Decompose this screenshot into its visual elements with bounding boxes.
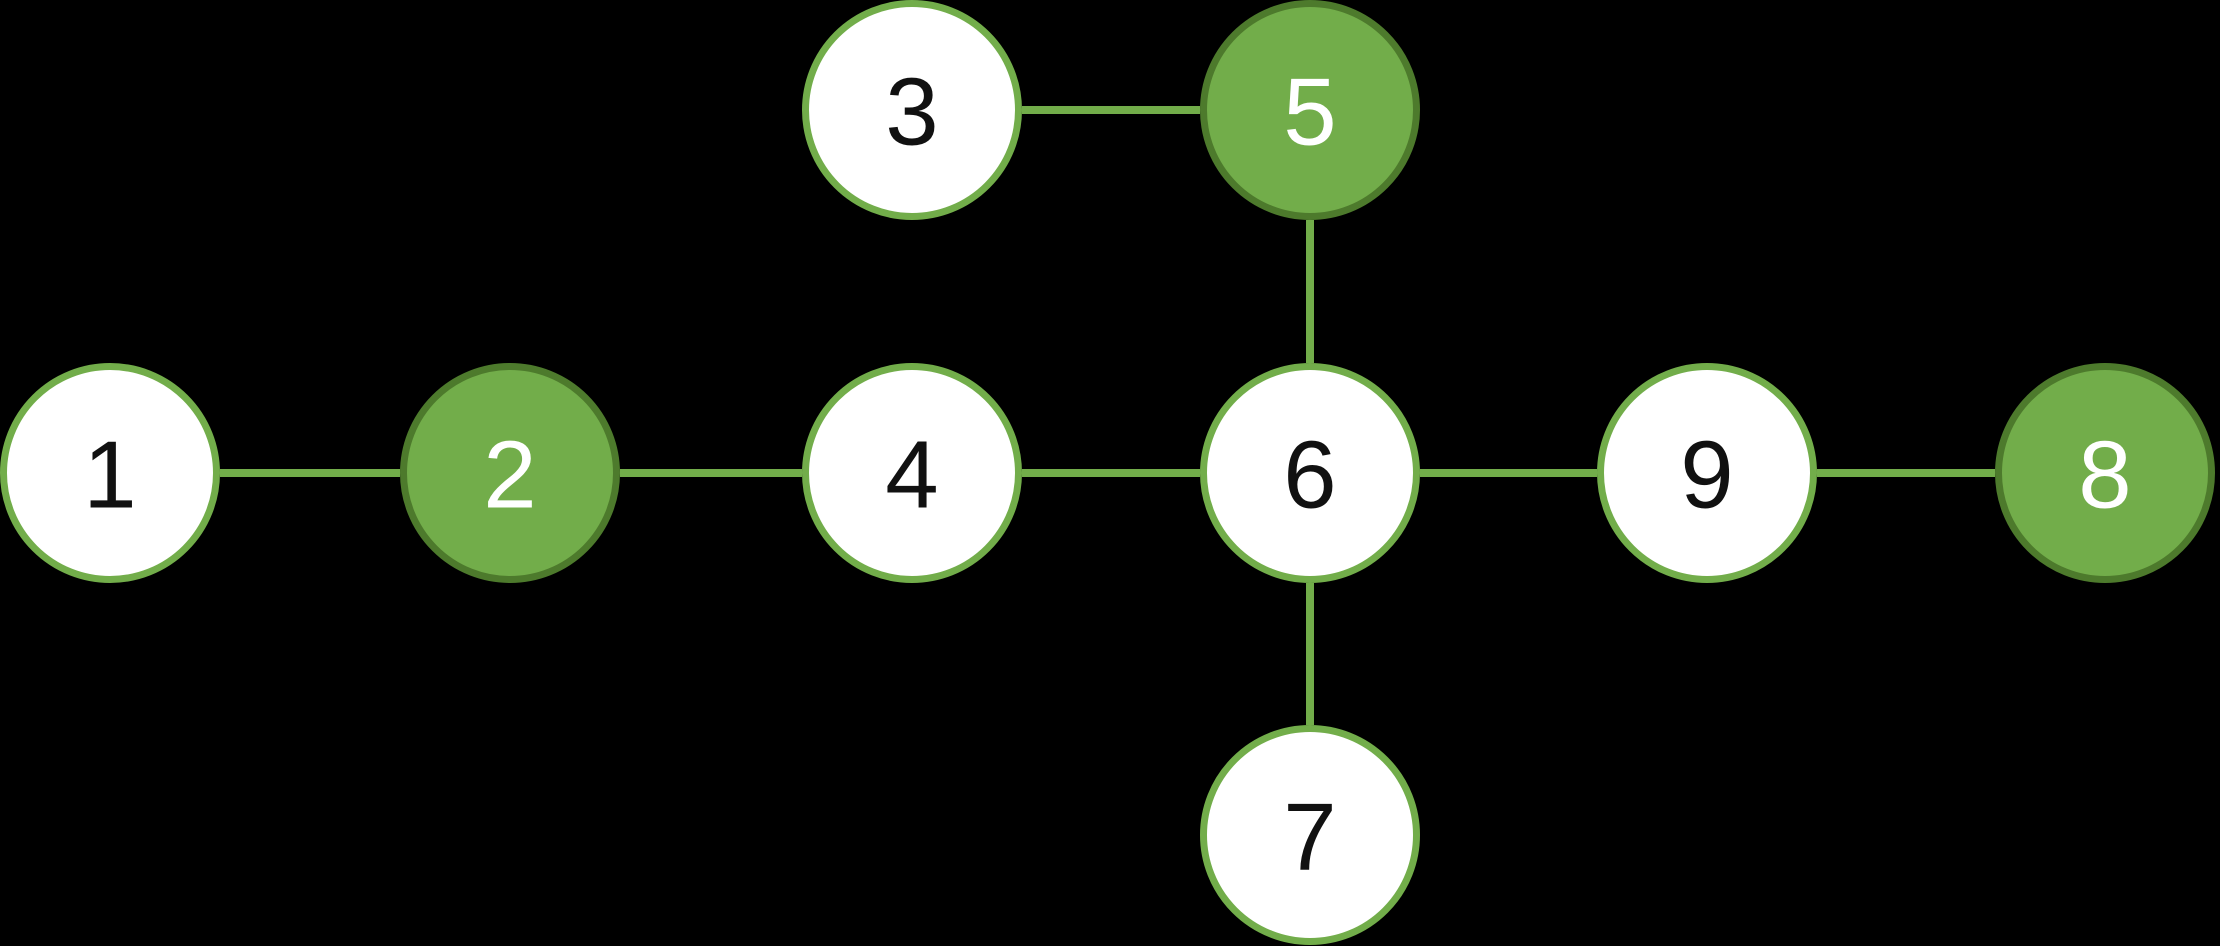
graph-node-5[interactable]: 5 [1200, 0, 1420, 220]
graph-node-label-6: 6 [1283, 422, 1336, 529]
graph-node-label-5: 5 [1283, 59, 1336, 166]
graph-node-label-4: 4 [885, 422, 938, 529]
graph-node-circle-2[interactable] [400, 363, 620, 583]
graph-node-label-9: 9 [1680, 422, 1733, 529]
graph-node-6[interactable]: 6 [1200, 363, 1420, 583]
graph-node-circle-5[interactable] [1200, 0, 1420, 220]
graph-node-circle-9[interactable] [1597, 363, 1817, 583]
graph-node-9[interactable]: 9 [1597, 363, 1817, 583]
graph-node-label-8: 8 [2078, 422, 2131, 529]
graph-node-label-7: 7 [1283, 784, 1336, 891]
graph-node-circle-1[interactable] [0, 363, 220, 583]
graph-node-2[interactable]: 2 [400, 363, 620, 583]
graph-node-circle-8[interactable] [1995, 363, 2215, 583]
graph-node-circle-4[interactable] [802, 363, 1022, 583]
graph-node-label-2: 2 [483, 422, 536, 529]
graph-node-circle-7[interactable] [1200, 725, 1420, 945]
graph-node-label-3: 3 [885, 59, 938, 166]
graph-node-circle-3[interactable] [802, 0, 1022, 220]
graph-node-3[interactable]: 3 [802, 0, 1022, 220]
graph-node-8[interactable]: 8 [1995, 363, 2215, 583]
edges-layer [220, 106, 1995, 725]
graph-node-label-1: 1 [83, 422, 136, 529]
graph-node-circle-6[interactable] [1200, 363, 1420, 583]
graph-node-7[interactable]: 7 [1200, 725, 1420, 945]
graph-node-4[interactable]: 4 [802, 363, 1022, 583]
graph-node-1[interactable]: 1 [0, 363, 220, 583]
